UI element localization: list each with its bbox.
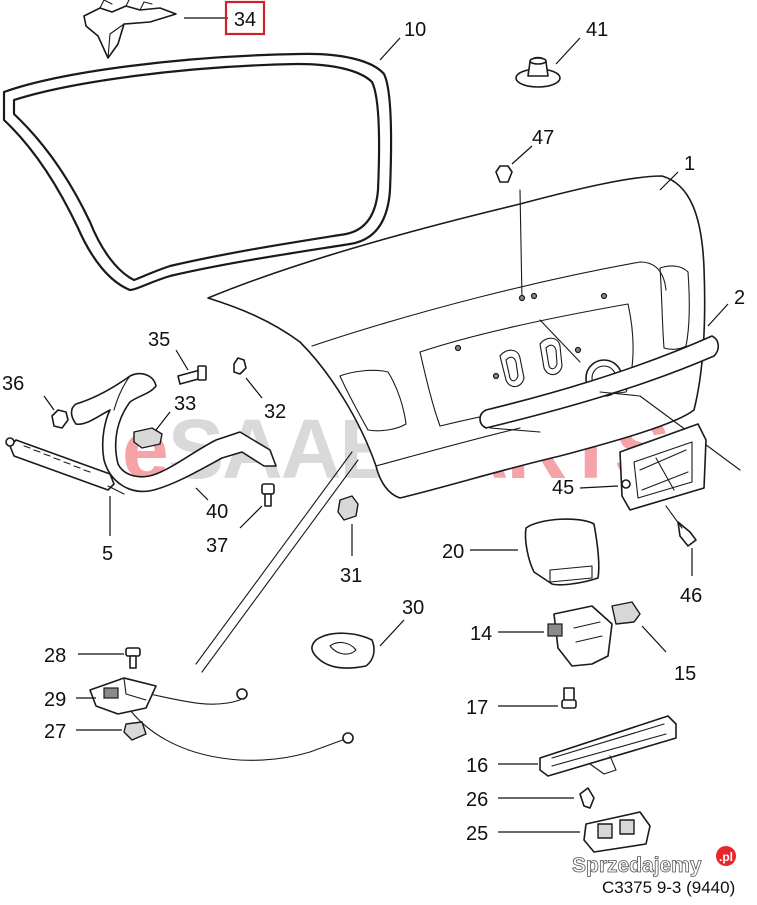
callout-37: 37 bbox=[206, 535, 228, 557]
callout-36: 36 bbox=[2, 373, 24, 395]
part-35-bolt bbox=[177, 365, 207, 385]
callout-1: 1 bbox=[684, 153, 695, 175]
part-2-trim-strip bbox=[479, 335, 741, 471]
part-15-block bbox=[611, 601, 641, 625]
callout-41: 41 bbox=[586, 19, 608, 41]
callout-33: 33 bbox=[174, 393, 196, 415]
callout-10: 10 bbox=[404, 19, 426, 41]
part-29-actuator bbox=[89, 677, 157, 715]
site-mark: Sprzedajemy .pl bbox=[572, 846, 736, 877]
part-32-nut bbox=[233, 357, 247, 375]
callout-34-highlight-box bbox=[224, 0, 266, 36]
callout-35: 35 bbox=[148, 329, 170, 351]
part-47-nut bbox=[495, 165, 513, 183]
callout-28: 28 bbox=[44, 645, 66, 667]
callout-45: 45 bbox=[552, 477, 574, 499]
callout-34: 34 bbox=[234, 9, 256, 31]
part-20-cover bbox=[524, 518, 600, 586]
part-36-nut bbox=[51, 409, 69, 429]
callout-15: 15 bbox=[674, 663, 696, 685]
part-27-grommet bbox=[123, 721, 147, 741]
callout-47: 47 bbox=[532, 127, 554, 149]
site-mark-dot bbox=[716, 846, 736, 866]
callout-2: 2 bbox=[734, 287, 745, 309]
part-16-handle-strip bbox=[539, 715, 677, 777]
site-mark-text: Sprzedajemy bbox=[572, 854, 702, 877]
part-34-bracket bbox=[83, 0, 177, 59]
leader-lines bbox=[43, 17, 729, 833]
callout-31: 31 bbox=[340, 565, 362, 587]
callout-29: 29 bbox=[44, 689, 66, 711]
part-33-clip bbox=[133, 427, 163, 449]
part-40-hinge-arm bbox=[70, 372, 277, 493]
callout-20: 20 bbox=[442, 541, 464, 563]
part-30-striker bbox=[311, 632, 375, 669]
site-mark-dot-text: .pl bbox=[719, 850, 733, 864]
callout-labels: 34 10 41 47 1 2 35 36 33 32 40 37 5 45 2… bbox=[2, 0, 745, 845]
callout-14: 14 bbox=[470, 623, 492, 645]
part-41-clip bbox=[515, 56, 561, 88]
part-5-gas-strut bbox=[5, 437, 125, 495]
part-25-switch bbox=[583, 811, 651, 853]
callout-30: 30 bbox=[402, 597, 424, 619]
part-10-trunk-seal bbox=[2, 52, 393, 292]
part-37-bolt bbox=[261, 483, 275, 507]
callout-32: 32 bbox=[264, 401, 286, 423]
part-28-screw bbox=[125, 647, 141, 669]
callout-25: 25 bbox=[466, 823, 488, 845]
part-31-clip bbox=[337, 495, 359, 521]
callout-17: 17 bbox=[466, 697, 488, 719]
callout-46: 46 bbox=[680, 585, 702, 607]
callout-40: 40 bbox=[206, 501, 228, 523]
diagram-code: C3375 9-3 (9440) bbox=[602, 878, 735, 897]
part-26-screw bbox=[579, 787, 595, 809]
part-14-lock bbox=[547, 605, 613, 667]
part-17-screw bbox=[561, 687, 577, 709]
part-46-screw bbox=[665, 505, 697, 547]
callout-27: 27 bbox=[44, 721, 66, 743]
part-45-plate-bracket bbox=[619, 423, 707, 511]
callout-5: 5 bbox=[102, 543, 113, 565]
release-cable bbox=[129, 451, 359, 761]
callout-26: 26 bbox=[466, 789, 488, 811]
callout-16: 16 bbox=[466, 755, 488, 777]
